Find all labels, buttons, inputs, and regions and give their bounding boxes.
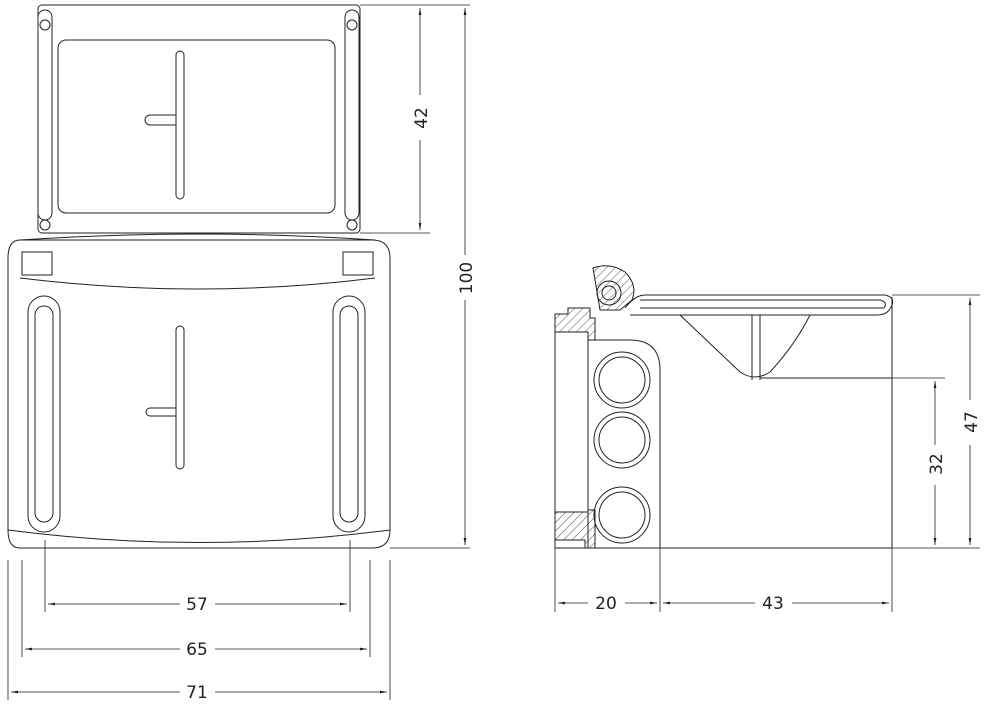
side-dimensions: 47 32 20 43 xyxy=(554,294,982,614)
dim-total-width: 71 xyxy=(186,683,208,703)
dim-slot-spacing: 57 xyxy=(186,595,208,615)
dim-body-depth: 43 xyxy=(762,594,784,614)
side-view xyxy=(554,265,894,549)
dim-tube-width: 20 xyxy=(595,594,617,614)
dim-depth: 47 xyxy=(962,411,982,433)
dim-inner-width: 65 xyxy=(186,640,208,660)
dim-upper-height: 42 xyxy=(412,107,432,129)
front-dimensions: 42 100 57 65 71 xyxy=(7,4,477,703)
dim-total-height: 100 xyxy=(457,262,477,294)
dim-lower-height: 32 xyxy=(927,453,947,475)
front-view xyxy=(7,4,391,549)
